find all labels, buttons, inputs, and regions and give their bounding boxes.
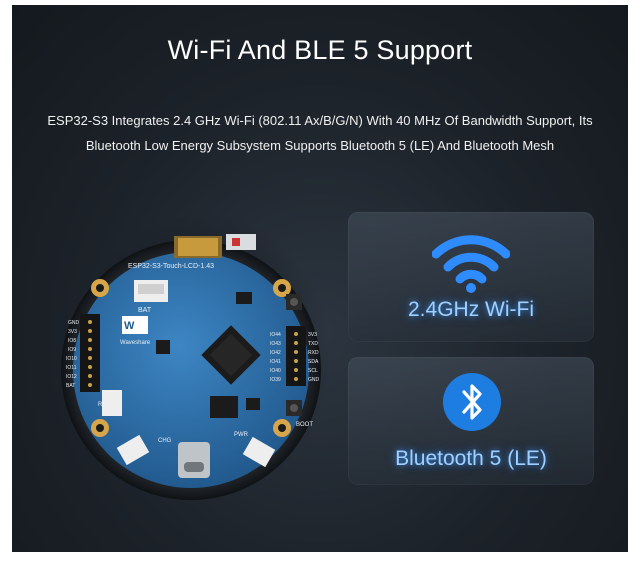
svg-text:BOOT: BOOT bbox=[296, 422, 313, 428]
bluetooth-feature-label: Bluetooth 5 (LE) bbox=[395, 447, 547, 470]
svg-text:W: W bbox=[124, 320, 135, 332]
svg-text:3V3: 3V3 bbox=[308, 332, 317, 338]
bluetooth-icon bbox=[443, 373, 501, 431]
wifi-feature-panel: 2.4GHz Wi-Fi bbox=[348, 212, 594, 342]
svg-text:BAT: BAT bbox=[138, 307, 152, 314]
description-line-2: Bluetooth Low Energy Subsystem Supports … bbox=[85, 138, 555, 153]
svg-text:GND: GND bbox=[308, 377, 320, 383]
svg-text:PWR: PWR bbox=[234, 432, 249, 438]
product-banner: Wi-Fi And BLE 5 Support ESP32-S3 Integra… bbox=[12, 5, 628, 552]
svg-text:SDA: SDA bbox=[308, 359, 319, 365]
headline: Wi-Fi And BLE 5 Support bbox=[167, 35, 473, 65]
svg-text:CHG: CHG bbox=[158, 438, 172, 444]
wifi-feature-label: 2.4GHz Wi-Fi bbox=[408, 298, 534, 321]
svg-text:3V3: 3V3 bbox=[68, 329, 77, 335]
wifi-icon bbox=[432, 235, 510, 293]
esp32-board-image: W ESP32-S3-Touch-LCD-1.43 BAT Waveshare … bbox=[61, 234, 321, 500]
svg-text:IO44: IO44 bbox=[270, 332, 281, 338]
svg-text:IO10: IO10 bbox=[66, 356, 77, 362]
svg-text:RTC: RTC bbox=[98, 402, 111, 408]
svg-text:SCL: SCL bbox=[308, 368, 318, 374]
svg-text:BAT: BAT bbox=[66, 383, 75, 389]
svg-text:TXD: TXD bbox=[308, 341, 318, 347]
svg-text:IO12: IO12 bbox=[66, 374, 77, 380]
svg-text:IO39: IO39 bbox=[270, 377, 281, 383]
svg-text:IO8: IO8 bbox=[68, 338, 76, 344]
svg-text:ESP32-S3-Touch-LCD-1.43: ESP32-S3-Touch-LCD-1.43 bbox=[128, 263, 214, 270]
svg-text:IO11: IO11 bbox=[66, 365, 77, 371]
description-line-1: ESP32-S3 Integrates 2.4 GHz Wi-Fi (802.1… bbox=[47, 113, 593, 128]
svg-text:IO43: IO43 bbox=[270, 341, 281, 347]
svg-text:IO41: IO41 bbox=[270, 359, 281, 365]
svg-text:GND: GND bbox=[68, 320, 80, 326]
svg-text:IO9: IO9 bbox=[68, 347, 76, 353]
svg-text:IO40: IO40 bbox=[270, 368, 281, 374]
svg-text:IO42: IO42 bbox=[270, 350, 281, 356]
svg-text:RXD: RXD bbox=[308, 350, 319, 356]
svg-text:Waveshare: Waveshare bbox=[120, 340, 151, 346]
bluetooth-feature-panel: Bluetooth 5 (LE) bbox=[348, 357, 594, 485]
